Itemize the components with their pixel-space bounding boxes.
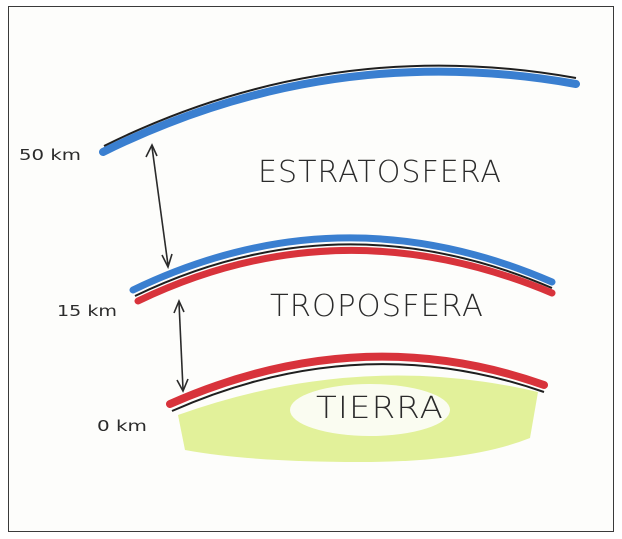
- altitude-15km-label: 15 km: [57, 302, 117, 320]
- stratosphere-label: ESTRATOSFERA: [258, 155, 502, 190]
- troposphere-label: TROPOSFERA: [270, 289, 484, 324]
- troposphere-height-arrow: [174, 301, 188, 391]
- earth-label: TIERRA: [316, 391, 444, 426]
- altitude-50km-label: 50 km: [19, 146, 81, 164]
- stratosphere-top-boundary: [103, 66, 576, 152]
- altitude-0km-label: 0 km: [97, 417, 147, 435]
- stratosphere-height-arrow: [146, 145, 172, 267]
